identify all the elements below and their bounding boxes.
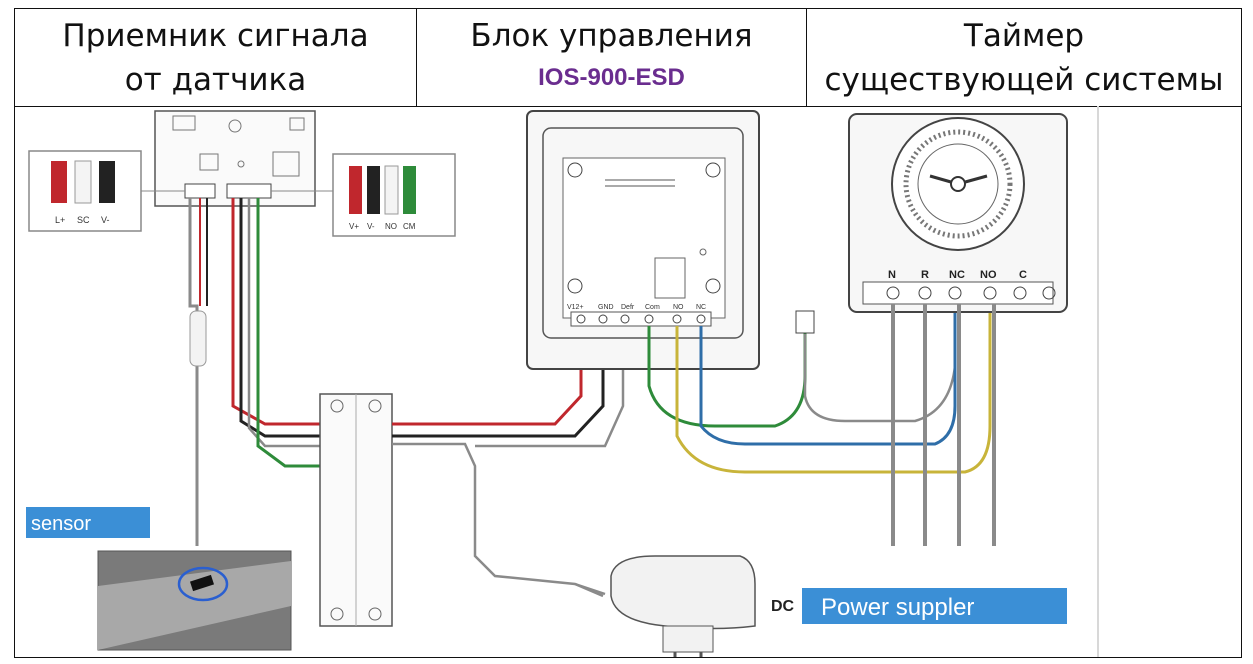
header-controller: Блок управления IOS-900-ESD — [417, 9, 807, 106]
ctrl-terminal-v12: V12+ — [567, 304, 584, 311]
receiver-right-connector: V+ V- NO CM — [271, 153, 456, 237]
terminal-label-vplus: V+ — [349, 222, 359, 231]
ctrl-terminal-no: NO — [673, 304, 684, 311]
timer-terminal-no: NO — [980, 269, 997, 281]
header-row: Приемник сигнала от датчика Блок управле… — [15, 9, 1241, 107]
power-supply: DC Power suppler — [574, 555, 1067, 657]
sensor-highlight-circle — [177, 566, 229, 602]
terminal-label-lplus: L+ — [55, 215, 65, 225]
ctrl-terminal-com: Com — [645, 304, 660, 311]
receiver-output-wires — [231, 198, 320, 468]
terminal-label-sc: SC — [77, 215, 90, 225]
controller-title: Блок управления — [470, 18, 753, 54]
sensor-section: sensor — [26, 507, 292, 651]
timer-terminal-n: N — [888, 269, 896, 281]
controller-to-timer-wires — [647, 291, 992, 474]
receiver-left-connector: L+ SC V- — [28, 150, 185, 232]
timer-unit: N R NC NO C — [848, 113, 1068, 546]
wiring-diagram: L+ SC V- V+ V- NO CM — [15, 106, 1241, 657]
power-dc-prefix: DC — [771, 598, 795, 615]
timer-terminal-c: C — [1019, 269, 1027, 281]
ctrl-terminal-defr: Defr — [621, 304, 635, 311]
sensor-label: sensor — [31, 513, 91, 535]
receiver-title: Приемник сигнала — [62, 18, 369, 54]
header-timer: Таймер существующей системы — [807, 9, 1241, 106]
controller-box: V12+ GND Defr Com NO NC — [526, 110, 760, 370]
timer-terminal-nc: NC — [949, 269, 965, 281]
terminal-strip — [319, 393, 393, 627]
receiver-subtitle: от датчика — [124, 62, 307, 98]
receiver-board — [154, 110, 316, 207]
diagram-frame: Приемник сигнала от датчика Блок управле… — [14, 8, 1242, 658]
terminal-label-no: NO — [385, 222, 397, 231]
controller-model: IOS-900-ESD — [538, 64, 685, 91]
terminal-label-vminus2: V- — [367, 222, 375, 231]
terminal-label-vminus: V- — [101, 215, 110, 225]
terminal-label-cm: CM — [403, 222, 416, 231]
power-supply-label: Power suppler — [821, 594, 974, 621]
header-receiver: Приемник сигнала от датчика — [15, 9, 417, 106]
ctrl-terminal-nc: NC — [696, 304, 706, 311]
timer-subtitle: существующей системы — [824, 62, 1224, 98]
timer-terminal-r: R — [921, 269, 929, 281]
timer-title: Таймер — [963, 18, 1085, 54]
wiring-svg: L+ SC V- V+ V- NO CM — [26, 106, 1099, 657]
sensor-cable — [188, 198, 208, 546]
ctrl-terminal-gnd: GND — [598, 304, 614, 311]
